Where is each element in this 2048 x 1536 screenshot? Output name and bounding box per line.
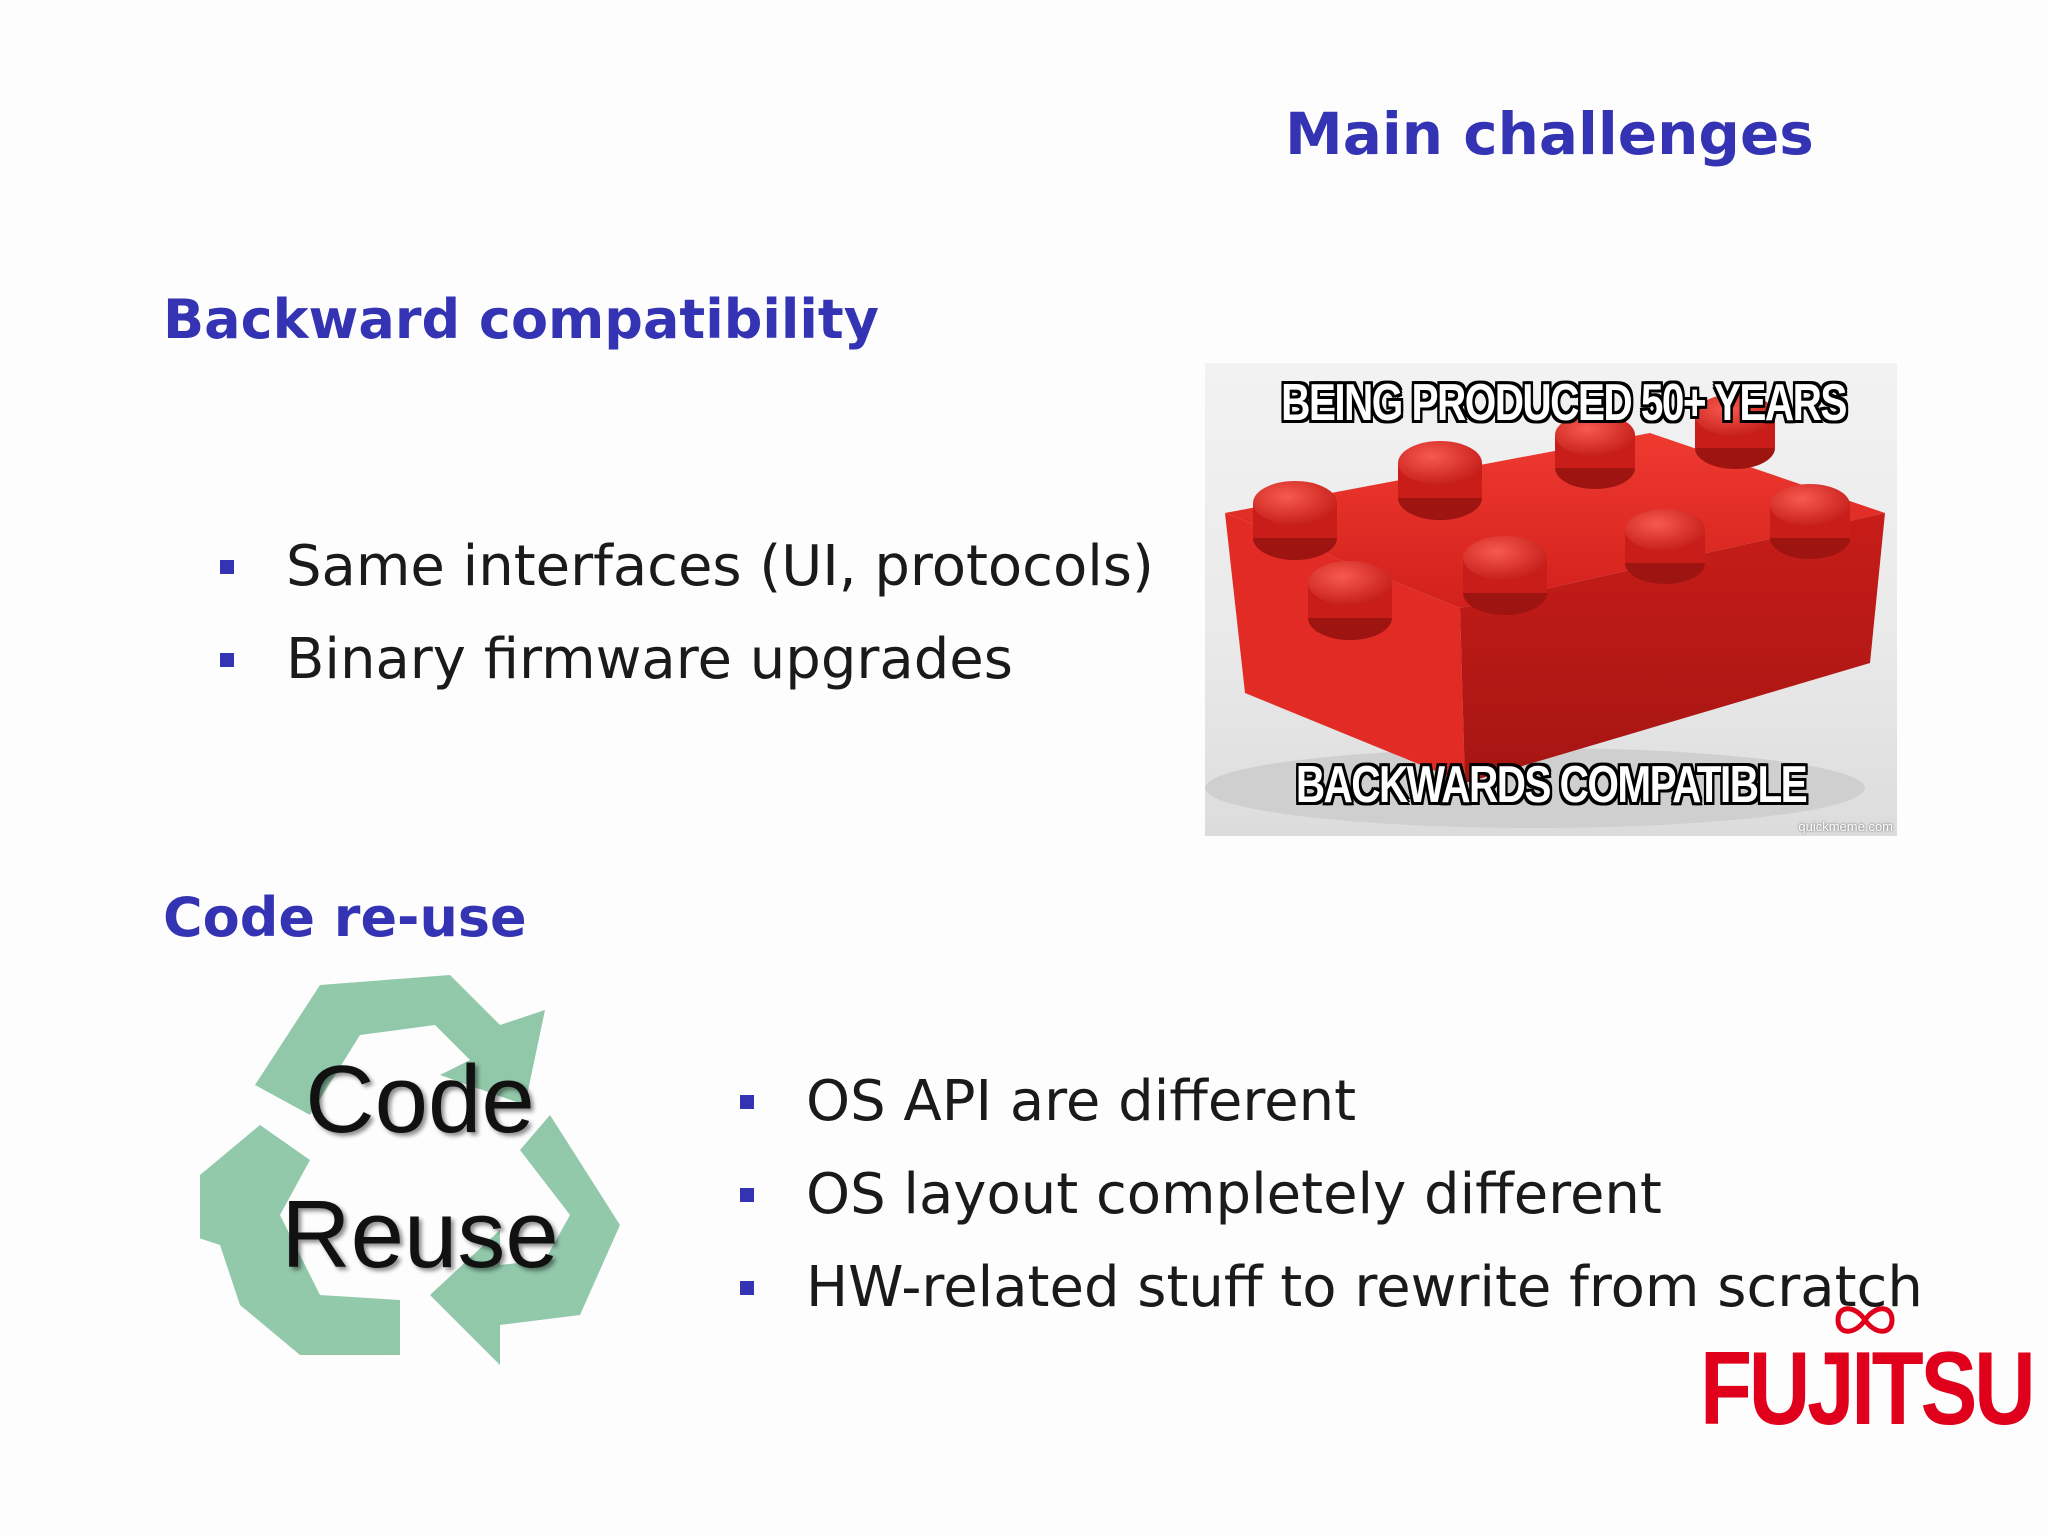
bullet-marker bbox=[220, 653, 234, 667]
slide-title: Main challenges bbox=[1285, 100, 1814, 168]
bullet-list-code-reuse: OS API are different OS layout completel… bbox=[740, 1055, 1923, 1334]
bullet-marker bbox=[740, 1188, 754, 1202]
recycle-logo-word-reuse: Reuse bbox=[281, 1181, 559, 1288]
list-item: OS API are different bbox=[740, 1055, 1923, 1148]
bullet-marker bbox=[740, 1095, 754, 1109]
fujitsu-wordmark: FUJITSU bbox=[1700, 1331, 2036, 1447]
list-item: HW-related stuff to rewrite from scratch bbox=[740, 1241, 1923, 1334]
section-heading-backward-compatibility: Backward compatibility bbox=[163, 288, 879, 351]
fujitsu-infinity-icon bbox=[1835, 1306, 1895, 1334]
lego-meme-image: BEING PRODUCED 50+ YEARS BACKWARDS COMPA… bbox=[1205, 363, 1897, 836]
list-item: OS layout completely different bbox=[740, 1148, 1923, 1241]
list-item: Same interfaces (UI, protocols) bbox=[220, 520, 1154, 613]
section-heading-code-reuse: Code re-use bbox=[163, 886, 527, 949]
bullet-text: HW-related stuff to rewrite from scratch bbox=[806, 1255, 1923, 1320]
list-item: Binary firmware upgrades bbox=[220, 613, 1154, 706]
bullet-text: Same interfaces (UI, protocols) bbox=[286, 534, 1154, 599]
lego-studs bbox=[1253, 394, 1850, 640]
bullet-marker bbox=[740, 1281, 754, 1295]
code-reuse-recycle-logo: Code Reuse bbox=[200, 965, 640, 1385]
bullet-marker bbox=[220, 560, 234, 574]
meme-bottom-caption: BACKWARDS COMPATIBLE bbox=[1295, 756, 1808, 814]
lego-brick-illustration bbox=[1205, 394, 1885, 828]
recycle-arrows-icon bbox=[200, 975, 620, 1365]
meme-top-caption: BEING PRODUCED 50+ YEARS bbox=[1281, 374, 1847, 432]
bullet-list-backward-compatibility: Same interfaces (UI, protocols) Binary f… bbox=[220, 520, 1154, 706]
bullet-text: OS API are different bbox=[806, 1069, 1357, 1134]
fujitsu-logo: FUJITSU bbox=[1700, 1300, 2036, 1460]
recycle-logo-word-code: Code bbox=[305, 1046, 535, 1153]
bullet-text: Binary firmware upgrades bbox=[286, 627, 1013, 692]
meme-watermark: quickmeme.com bbox=[1798, 819, 1893, 834]
bullet-text: OS layout completely different bbox=[806, 1162, 1662, 1227]
